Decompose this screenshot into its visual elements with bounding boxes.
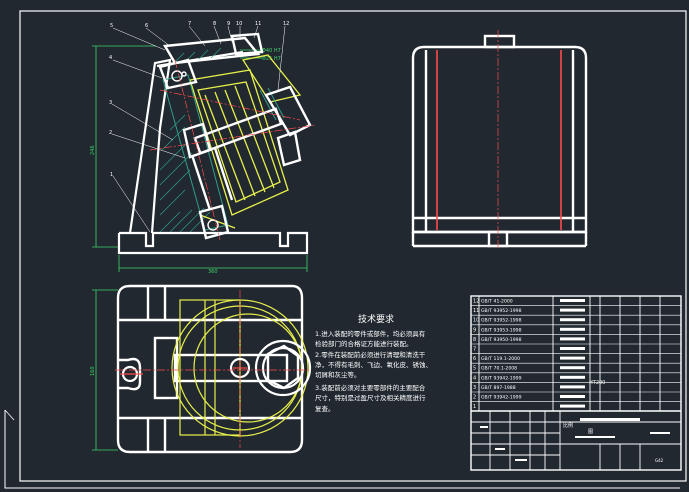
technical-requirements: 技术要求 1.进入装配的零件或部件，均必须具有 检验部门的合格证方能进行装配。 … [315,313,432,413]
clamp-bolts [158,32,312,240]
balloon-1: 1 [110,172,113,178]
parts-row-name-bar [560,404,585,408]
drawing-name-cell: 图 [588,429,593,435]
front-view [411,30,588,250]
balloon-6: 6 [145,23,148,29]
parts-row-number: 5 [473,366,476,372]
title-block [471,411,681,470]
tech-req-line-7: 尺寸，特别是过盈尺寸及相关精度进行 [315,393,426,402]
parts-row-name-bar [560,356,585,360]
parts-row-standard: GB/T 93942-1999 [481,375,522,381]
material-cell: HT200 [589,380,605,386]
parts-row-number: 1 [473,404,476,410]
parts-row-standard: GB/T 93952-1998 [481,318,522,324]
tech-req-title: 技术要求 [358,313,394,325]
balloon-7: 7 [188,21,191,27]
parts-row-name-bar [560,318,585,322]
parts-row-number: 6 [473,356,476,362]
dim-bore-a: Φ40 H7 [262,48,281,54]
parts-row-name-bar [560,347,585,350]
hatched-section [159,47,222,233]
plan-view: 160 [90,284,312,454]
parts-row-name-bar [560,308,585,312]
balloon-8: 8 [213,21,216,27]
drawing-frame [4,10,687,489]
base-plate [117,231,309,255]
parts-row-number: 9 [473,327,476,333]
top-boss [483,34,516,49]
tech-req-line-3: 2.零件在装配前必须进行清理和清洗干 [315,350,426,359]
side-elevation-view: 246 360 Φ40 H7 Φ25 H7 [90,21,316,275]
hub-outer [254,339,312,397]
parts-row-name-bar [560,327,585,331]
scale-cell: 比例 [563,422,573,429]
parts-row-standard: GB/T 41-2000 [481,299,513,305]
parts-row-standard: GB/T 93942-1999 [481,395,522,401]
parts-row-name-bar [560,337,585,341]
tech-req-line-4: 净，不得有毛刺、飞边、氧化皮、锈蚀、 [315,360,432,369]
parts-row-standard: GB/T 93952-1998 [481,308,522,314]
center-lines [149,59,316,241]
parts-row-number: 12 [473,299,479,305]
balloon-2: 2 [109,130,112,136]
tech-req-line-6: 3.装配前必须对主要零部件的主要配合 [315,383,426,392]
pin-holes [171,70,219,231]
part-balloons: 5 6 7 8 9 10 11 12 4 3 2 1 [109,21,289,178]
dimension-lines [92,45,308,272]
parts-row-standard: GB/T 119.1-2000 [481,356,520,362]
parts-row-standard: GB/T 93953-1998 [481,327,522,333]
parts-row-standard: GB/T 93950-1998 [481,337,522,343]
dim-plan: 160 [90,366,96,376]
parts-row-number: 10 [473,318,479,324]
tech-req-line-2: 检验部门的合格证方能进行装配。 [315,339,413,348]
parts-row-standard: GB/T 897-1988 [481,385,516,391]
balloon-11: 11 [255,21,261,27]
parts-row-number: 7 [473,347,476,353]
parts-row-name-bar [560,375,585,379]
parts-row-name-bar [560,366,585,370]
drawing-code-cell: G42 [655,458,664,463]
tech-req-line-8: 复查。 [315,404,335,413]
tech-req-line-5: 切屑和灰尘等。 [315,370,361,379]
balloon-3: 3 [109,100,112,106]
parts-row-name-bar [560,395,585,398]
tech-req-line-1: 1.进入装配的零件或部件，均必须具有 [315,329,426,338]
balloon-12: 12 [283,21,289,27]
parts-row-number: 3 [473,385,476,391]
parts-row-number: 8 [473,337,476,343]
parts-row-standard: GB/T 70.1-2008 [481,366,517,372]
parts-row-name-bar [560,299,585,302]
parts-row-number: 4 [473,375,476,381]
balloon-10: 10 [236,21,242,27]
dim-height: 246 [90,145,96,155]
front-view-outline [411,45,588,234]
base-outline [116,284,304,454]
leader-lines [111,25,286,233]
balloon-9: 9 [227,21,230,27]
parts-row-number: 11 [473,308,479,314]
balloon-4: 4 [109,55,112,61]
slot-left [118,357,142,391]
dim-width: 360 [208,269,218,275]
inner-plate [162,74,285,231]
clamp-body [189,54,302,229]
balloon-5: 5 [110,23,113,29]
parts-row-number: 2 [473,395,476,401]
parts-row-name-bar [560,385,585,389]
